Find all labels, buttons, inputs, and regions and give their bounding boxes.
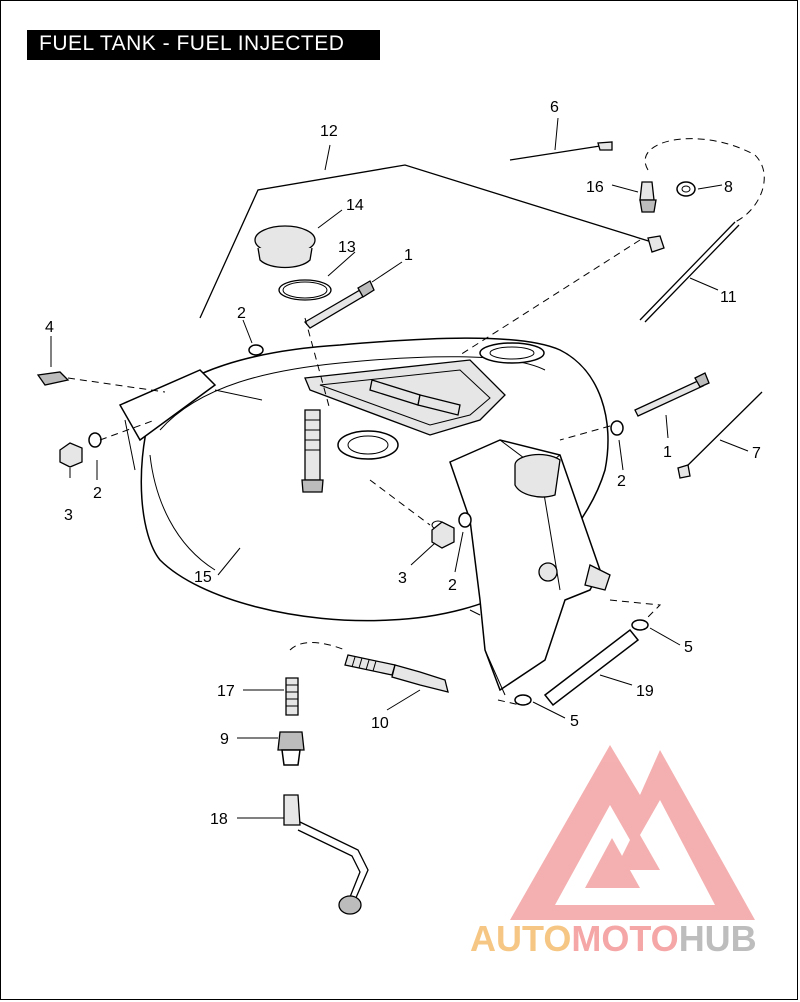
callout-6: 6 xyxy=(550,99,559,116)
nuts-3 xyxy=(59,442,455,549)
callout-8: 8 xyxy=(724,179,733,196)
callout-2-center: 2 xyxy=(448,577,457,594)
fitting-17 xyxy=(285,677,299,716)
callout-11: 11 xyxy=(720,289,737,306)
callout-5-lower: 5 xyxy=(570,713,579,730)
callout-19: 19 xyxy=(636,683,654,700)
callout-16: 16 xyxy=(586,179,604,196)
drain-hose-19 xyxy=(543,628,640,707)
fuel-line-18 xyxy=(283,794,369,915)
callout-2-left: 2 xyxy=(93,485,102,502)
callout-4: 4 xyxy=(45,319,54,336)
callout-13: 13 xyxy=(338,239,356,256)
fuel-tank xyxy=(118,337,611,696)
gasket-13 xyxy=(278,279,332,301)
callout-10: 10 xyxy=(371,715,389,732)
callout-numbers: 12 6 16 8 14 13 1 11 2 4 1 7 2 2 3 3 2 1… xyxy=(45,99,761,828)
watermark-moto: MOTO xyxy=(571,918,679,959)
in-tank-pickup xyxy=(301,379,461,493)
diagram-title: FUEL TANK - FUEL INJECTED xyxy=(39,32,345,55)
watermark-auto: AUTO xyxy=(470,918,572,959)
clip-nut-4 xyxy=(36,371,70,386)
fitting-9 xyxy=(277,731,305,766)
watermark-text: AUTOMOTOHUB xyxy=(470,918,757,960)
callout-3-left: 3 xyxy=(64,507,73,524)
callout-17: 17 xyxy=(217,683,235,700)
title-bar: FUEL TANK - FUEL INJECTED xyxy=(27,30,380,60)
callout-5-upper: 5 xyxy=(684,639,693,656)
fuel-pickup-10 xyxy=(344,654,449,693)
wire-rod-12 xyxy=(199,164,665,319)
callout-2-top: 2 xyxy=(237,305,246,322)
callout-15: 15 xyxy=(194,569,212,586)
clamp-8 xyxy=(676,181,696,197)
cable-tie-6 xyxy=(509,141,613,161)
cable-tie-7 xyxy=(677,391,763,479)
callout-1-right: 1 xyxy=(663,444,672,461)
fuel-cap-14 xyxy=(254,225,316,269)
callout-7: 7 xyxy=(752,445,761,462)
hose-clamps-5 xyxy=(514,619,649,706)
callout-14: 14 xyxy=(346,197,364,214)
bolt-1-right xyxy=(634,372,710,417)
callout-1-top: 1 xyxy=(404,247,413,264)
leader-lines xyxy=(50,117,749,819)
bolt-1-top xyxy=(304,280,375,329)
watermark-hub: HUB xyxy=(678,918,757,959)
callout-2-right: 2 xyxy=(617,473,626,490)
vent-fitting-16 xyxy=(639,181,657,213)
callout-18: 18 xyxy=(210,811,228,828)
callout-3-center: 3 xyxy=(398,570,407,587)
washers-2 xyxy=(88,344,624,528)
callout-9: 9 xyxy=(220,731,229,748)
callout-12: 12 xyxy=(320,123,338,140)
vent-hose-11 xyxy=(639,221,740,323)
watermark-logo xyxy=(510,745,755,920)
